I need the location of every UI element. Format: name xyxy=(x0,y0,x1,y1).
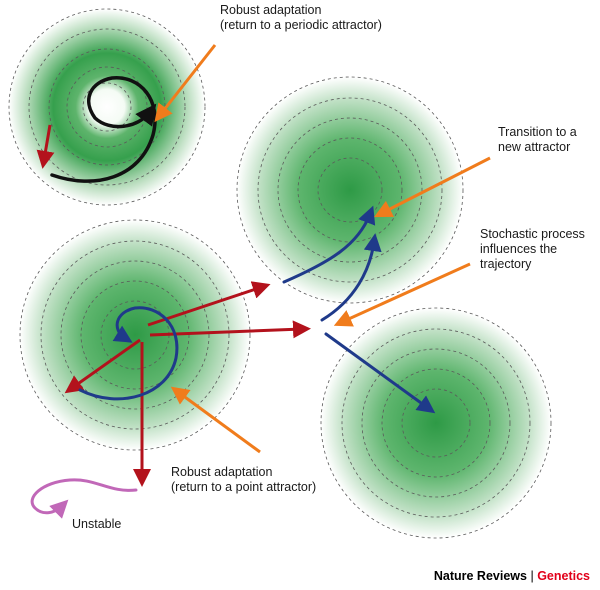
label-unstable-text: Unstable xyxy=(72,517,122,531)
label-stochastic-line-3: trajectory xyxy=(480,257,532,271)
journal-name: Nature Reviews xyxy=(433,569,527,583)
credit-separator: | xyxy=(530,569,534,583)
transition-trajectory-1 xyxy=(282,205,376,284)
label-periodic-line-2: (return to a periodic attractor) xyxy=(220,18,382,32)
label-point-adaptation: Robust adaptation (return to a point att… xyxy=(171,465,316,495)
perturbation-arrow-left xyxy=(64,338,141,394)
periodic-return-trajectory xyxy=(50,76,157,183)
label-transition-line-1: Transition to a xyxy=(498,125,577,139)
label-stochastic-line-1: Stochastic process xyxy=(480,227,585,241)
point-return-trajectory xyxy=(78,306,179,401)
journal-credit: Nature Reviews | Genetics xyxy=(434,569,590,583)
label-periodic-adaptation: Robust adaptation (return to a periodic … xyxy=(220,3,382,33)
transition-trajectory-2 xyxy=(320,233,382,322)
callout-arrow-point xyxy=(170,386,261,454)
lower-attractor-basin xyxy=(320,307,552,539)
periodic-perturbation-arrow xyxy=(36,124,55,169)
callout-arrow-stochastic xyxy=(333,262,471,327)
callout-arrow-transition xyxy=(373,156,491,218)
periodic-attractor-basin xyxy=(8,8,206,206)
label-point-line-1: Robust adaptation xyxy=(171,465,273,479)
label-unstable: Unstable xyxy=(72,517,121,532)
callout-arrow-periodic xyxy=(154,44,217,123)
label-transition-line-2: new attractor xyxy=(498,140,571,154)
label-periodic-line-1: Robust adaptation xyxy=(220,3,322,17)
stochastic-trajectory xyxy=(324,332,436,414)
point-attractor-basin xyxy=(19,219,251,451)
label-transition: Transition to a new attractor xyxy=(498,125,577,155)
journal-section: Genetics xyxy=(537,569,590,583)
label-point-line-2: (return to a point attractor) xyxy=(171,480,317,494)
new-attractor-basin xyxy=(236,76,464,304)
label-stochastic-line-2: influences the xyxy=(480,242,558,256)
callout-arrows xyxy=(154,44,491,454)
label-stochastic: Stochastic process influences the trajec… xyxy=(480,227,585,272)
unstable-trajectory xyxy=(30,478,138,519)
